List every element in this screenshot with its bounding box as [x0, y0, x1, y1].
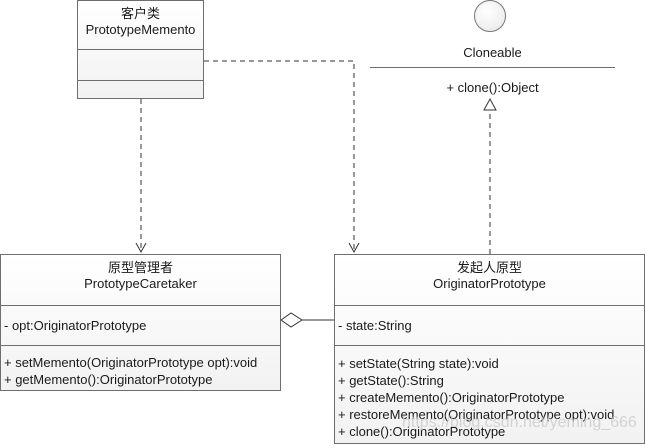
originator-operation: + getState():String	[338, 373, 444, 388]
class-originator-prototype[interactable]: 发起人原型 OriginatorPrototype - state:String…	[334, 254, 645, 444]
originator-operations: + setState(String state):void + getState…	[335, 345, 644, 448]
interface-lollipop-icon	[474, 0, 506, 32]
caretaker-operations: + setMemento(OriginatorPrototype opt):vo…	[1, 345, 280, 395]
class-prototype-caretaker[interactable]: 原型管理者 PrototypeCaretaker - opt:Originato…	[0, 254, 281, 391]
caretaker-header: 原型管理者 PrototypeCaretaker	[1, 255, 280, 305]
originator-header: 发起人原型 OriginatorPrototype	[335, 255, 644, 305]
interface-cloneable[interactable]: Cloneable + clone():Object	[370, 0, 615, 100]
memento-header: 客户类 PrototypeMemento	[78, 1, 203, 49]
interface-operation: + clone():Object	[446, 80, 539, 95]
originator-operation: + setState(String state):void	[338, 356, 499, 371]
interface-divider	[370, 67, 615, 68]
realization-triangle-head	[483, 97, 497, 111]
caretaker-operation: + getMemento():OriginatorPrototype	[4, 372, 213, 387]
originator-attributes: - state:String	[335, 305, 644, 345]
caretaker-attribute: - opt:OriginatorPrototype	[4, 318, 147, 333]
caretaker-name: PrototypeCaretaker	[84, 276, 197, 291]
dependency-memento-to-originator	[204, 60, 355, 250]
originator-name: OriginatorPrototype	[433, 276, 546, 291]
originator-stereotype: 发起人原型	[456, 260, 522, 275]
memento-stereotype: 客户类	[120, 6, 160, 21]
memento-attributes	[78, 49, 203, 80]
watermark: https://blog.csdn.net/yeming_666	[402, 414, 637, 431]
originator-operation: + restoreMemento(OriginatorPrototype opt…	[338, 407, 615, 422]
interface-name: Cloneable	[463, 45, 522, 60]
dependency-arrowhead-originator	[348, 242, 360, 254]
class-prototype-memento[interactable]: 客户类 PrototypeMemento	[77, 0, 204, 99]
dependency-arrowhead-caretaker	[135, 242, 147, 254]
originator-operation: + createMemento():OriginatorPrototype	[338, 390, 565, 405]
aggregation-diamond	[280, 312, 303, 328]
originator-operation: + clone():OriginatorPrototype	[338, 424, 506, 439]
caretaker-operation: + setMemento(OriginatorPrototype opt):vo…	[4, 355, 258, 370]
memento-name: PrototypeMemento	[85, 22, 196, 37]
caretaker-stereotype: 原型管理者	[107, 260, 173, 275]
memento-operations	[78, 80, 203, 103]
caretaker-attributes: - opt:OriginatorPrototype	[1, 305, 280, 345]
originator-attribute: - state:String	[338, 318, 412, 333]
